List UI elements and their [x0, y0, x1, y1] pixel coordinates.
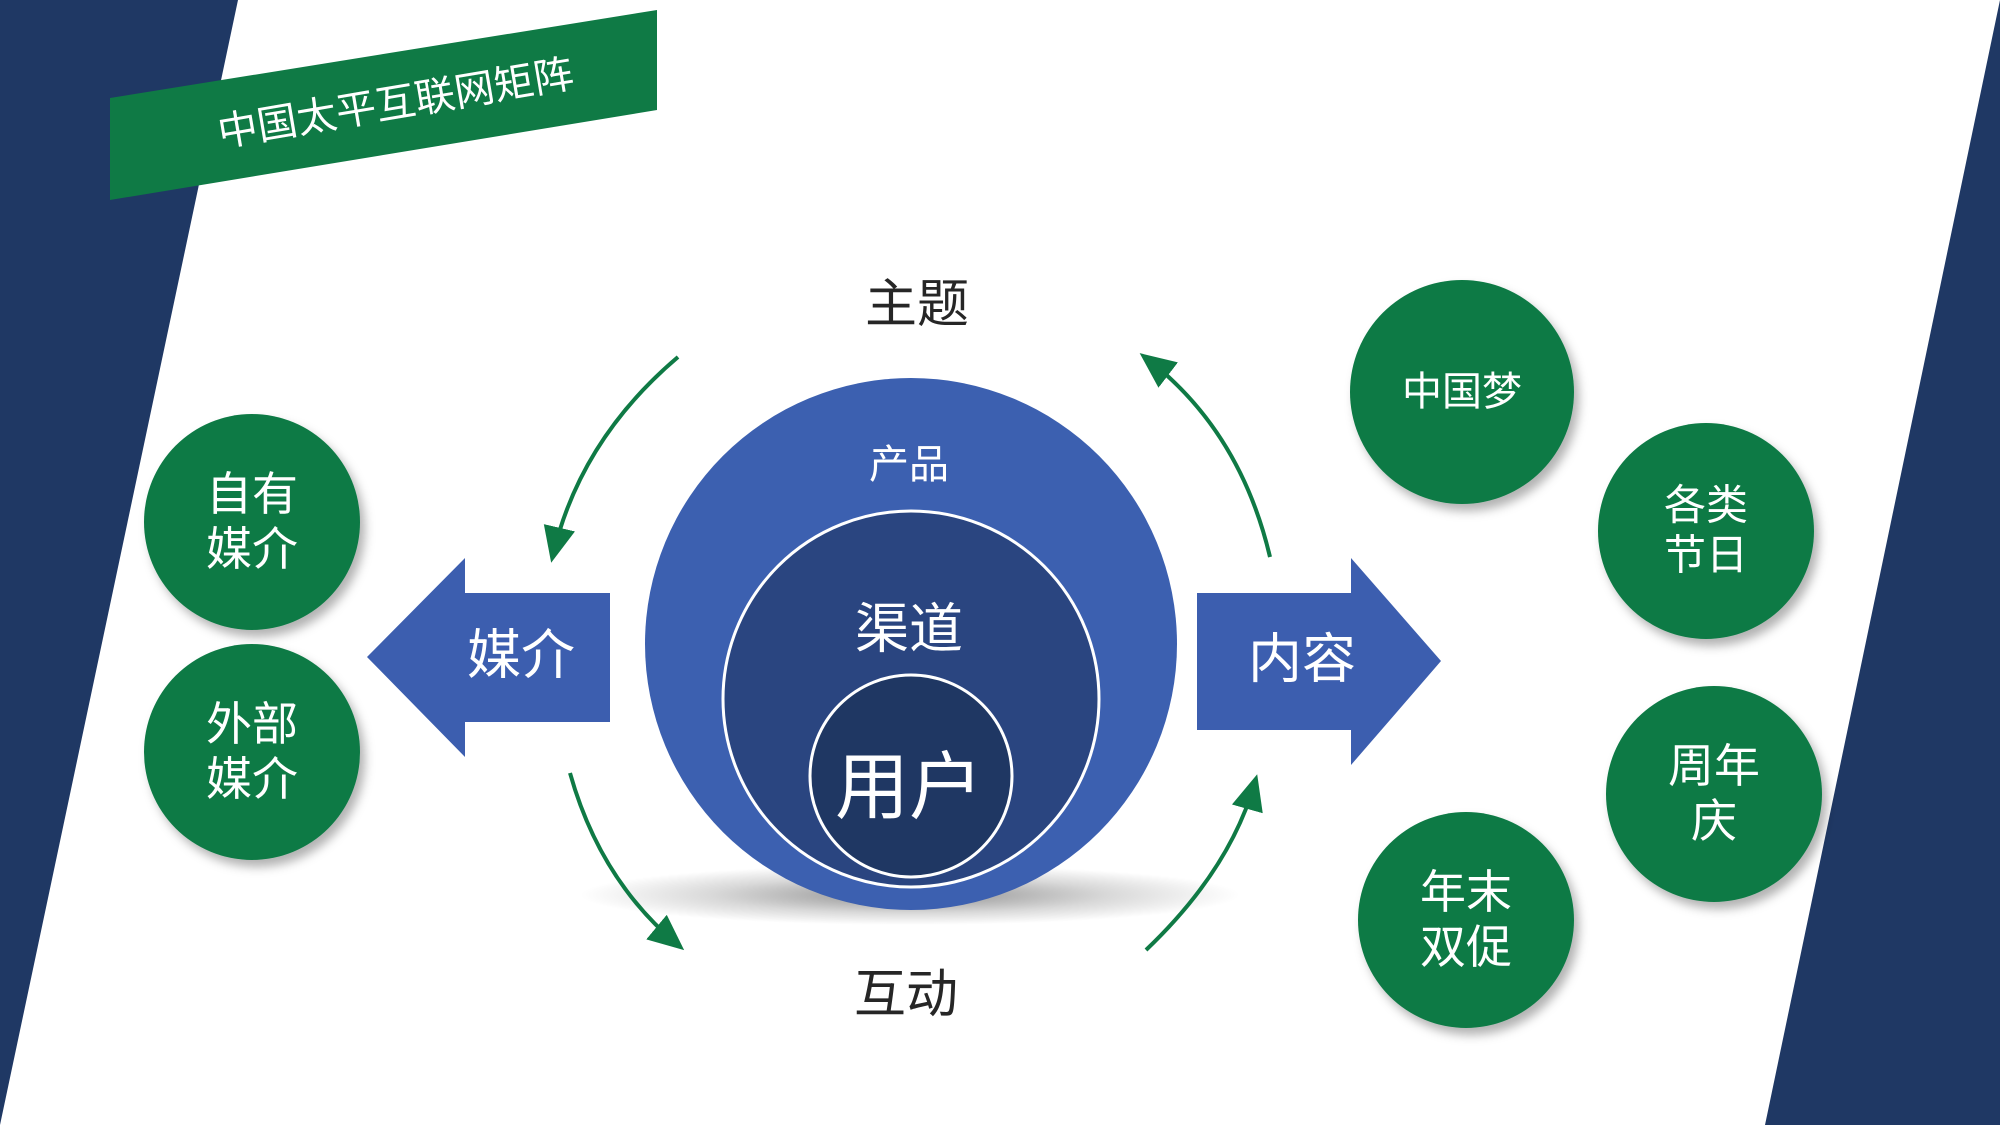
media-node-external — [144, 644, 360, 860]
right-arrow — [1197, 558, 1441, 765]
content-node-year-end-label: 年末 双促 — [1420, 864, 1512, 974]
title-banner — [110, 10, 657, 200]
content-node-china-dream-label: 中国梦 — [1402, 369, 1522, 415]
left-arrow-label: 媒介 — [467, 623, 575, 687]
content-node-anniversary — [1606, 686, 1822, 902]
core-outer-label: 产品 — [869, 442, 949, 488]
right-arrow-label: 内容 — [1248, 627, 1356, 691]
cycle-arrow-top-left — [543, 355, 680, 563]
left-arrow — [367, 558, 610, 757]
cycle-arrow-top-right — [1139, 353, 1272, 558]
content-node-year-end — [1358, 812, 1574, 1028]
media-node-own — [144, 414, 360, 630]
core-inner-label: 用户 — [835, 744, 983, 831]
content-node-festivals-label: 各类 节日 — [1663, 480, 1749, 580]
content-node-china-dream — [1350, 280, 1574, 504]
media-node-external-label: 外部 媒介 — [206, 696, 298, 806]
cycle-label-bottom: 互动 — [853, 964, 959, 1025]
right-navy-panel — [1765, 0, 2000, 1125]
media-node-own-label: 自有 媒介 — [206, 466, 298, 576]
left-navy-panel — [0, 0, 238, 1125]
cycle-label-top: 主题 — [864, 274, 970, 335]
content-node-anniversary-label: 周年 庆 — [1668, 738, 1760, 848]
cycle-arrow-bottom-left — [568, 772, 685, 951]
core-middle-label: 渠道 — [855, 597, 963, 661]
content-node-festivals — [1598, 423, 1814, 639]
cycle-arrow-bottom-right — [1144, 774, 1263, 952]
core-inner-circle — [808, 673, 1014, 879]
